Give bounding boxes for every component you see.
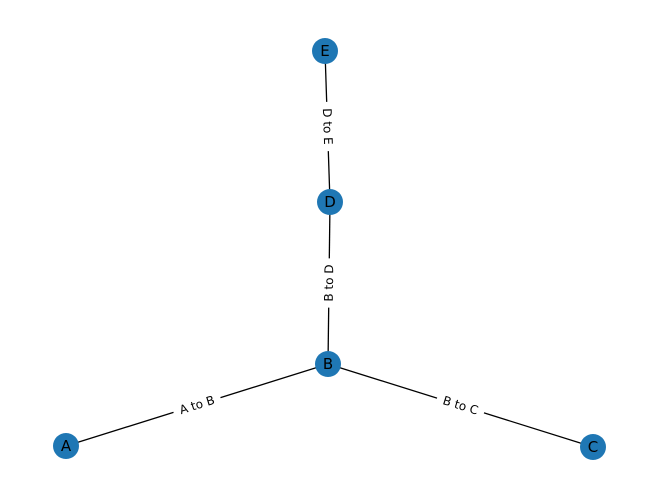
edge-label: D to E [320,108,335,145]
edge-label-group-a-b: A to B [171,390,223,420]
edge-label-group-d-e: D to E [318,101,337,152]
node-circle [312,38,338,64]
node-label: B [323,355,333,373]
edge-label-group-b-c: B to C [434,390,487,421]
node-circle [580,434,606,460]
edge-label-background [434,390,487,421]
node-label: C [588,438,598,456]
edge-label: B to D [322,264,336,301]
node-circle [315,351,341,377]
node-b: B [315,351,341,377]
edge-label-background [171,390,223,420]
edge-label-group-b-d: B to D [320,258,338,308]
edge-label-background [318,101,337,152]
edge-label: A to B [178,393,217,417]
edge-label-background [320,258,338,308]
nodes-layer: A B C D E [53,38,606,460]
node-label: A [61,437,72,455]
node-c: C [580,434,606,460]
node-label: D [324,193,336,211]
node-label: E [320,42,329,60]
node-a: A [53,433,79,459]
node-circle [53,433,79,459]
node-e: E [312,38,338,64]
node-d: D [317,189,343,215]
node-circle [317,189,343,215]
edge-label: B to C [441,393,480,417]
